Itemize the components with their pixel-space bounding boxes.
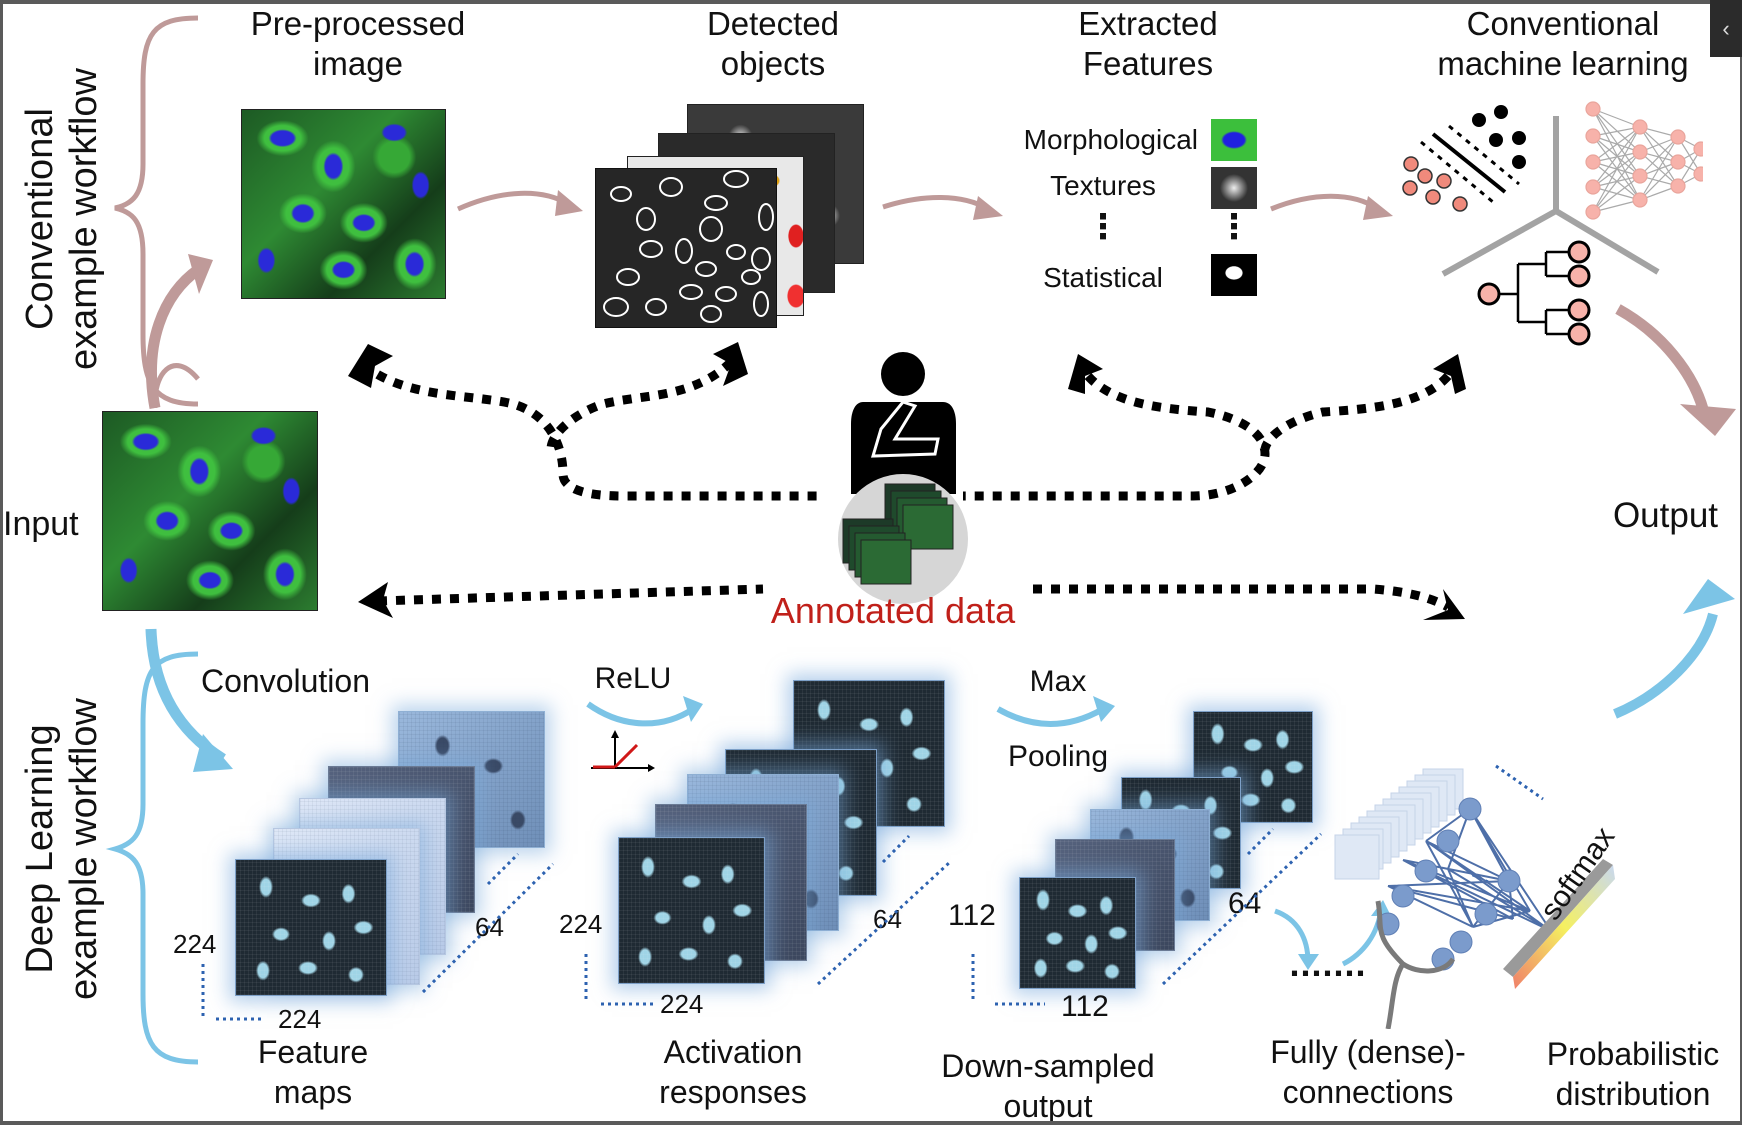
- arrowhead-preprocessed: [348, 344, 393, 388]
- act-width: 224: [660, 989, 704, 1019]
- pool-depth: 64: [1228, 887, 1262, 920]
- input-cell-image: [102, 411, 318, 611]
- deep-learning-brace: [105, 651, 199, 1065]
- arrowhead-ml: [1433, 354, 1466, 394]
- pooling-label: Pooling: [1007, 740, 1109, 773]
- title-line: objects: [720, 45, 826, 82]
- annotated-data-label: Annotated data: [770, 590, 1016, 631]
- output-label: Output: [1612, 496, 1719, 535]
- title-line: Down-sampled: [941, 1048, 1155, 1084]
- title-line: responses: [659, 1074, 807, 1110]
- input-label: Input: [3, 505, 79, 543]
- collapse-panel-button[interactable]: ‹: [1710, 0, 1742, 57]
- feature-statistical: Statistical: [1043, 262, 1163, 293]
- feature-map-front: [235, 859, 387, 996]
- thumbnail-ellipsis: ⋮: [1217, 208, 1251, 246]
- neural-network-icon: [1585, 101, 1703, 220]
- title-line: Feature: [257, 1034, 369, 1070]
- stage-title-preprocessed: Pre-processed image: [218, 4, 498, 84]
- feature-textures: Textures: [1050, 170, 1156, 201]
- title-line: Extracted: [1078, 5, 1218, 42]
- feature-maps-title: Feature maps: [213, 1032, 413, 1112]
- pooled-front: [1019, 877, 1136, 989]
- annotated-image-stack-2: [842, 518, 912, 585]
- nuclei-outlines: [603, 170, 774, 323]
- outline-layer: [595, 168, 777, 328]
- activation-title: Activation responses: [628, 1032, 838, 1112]
- stage-title-features: Extracted Features: [1008, 4, 1288, 84]
- pool-height: 112: [948, 899, 996, 932]
- ml-methods-icons: [1402, 101, 1703, 346]
- person-icon: [851, 352, 956, 494]
- title-line: distribution: [1555, 1076, 1711, 1112]
- chevron-left-icon: ‹: [1722, 16, 1730, 41]
- input-to-preprocessed-arrow: [146, 264, 203, 410]
- decision-tree-icon: [1477, 240, 1591, 346]
- arrowhead: [188, 254, 213, 294]
- arrowhead-conv: [358, 582, 393, 618]
- dashed-to-ml: [1260, 372, 1452, 451]
- title-line: Pre-processed: [250, 5, 466, 42]
- morphological-thumbnail: [1211, 119, 1257, 161]
- annotation-dashed-arrows: [360, 358, 1452, 611]
- dashed-to-dense: [1033, 584, 1451, 611]
- downsampled-title: Down-sampled output: [908, 1046, 1188, 1121]
- title-line: Conventional: [1466, 5, 1660, 42]
- arrowhead-dense: [1423, 589, 1465, 620]
- convolution-label: Convolution: [201, 663, 370, 699]
- flatten-stack: [1334, 768, 1464, 880]
- title-line: Activation: [663, 1034, 803, 1070]
- preprocessed-cell-image: [241, 109, 446, 299]
- title-line: Detected: [706, 5, 840, 42]
- detected-objects-stack: [595, 100, 875, 330]
- fm-width: 224: [278, 1004, 322, 1034]
- relu-arrow: [586, 701, 695, 727]
- annotator-figure: [838, 352, 968, 604]
- texture-thumbnail: [1211, 167, 1257, 209]
- max-pooling-arrow: [996, 706, 1105, 727]
- connectors-layer: [105, 15, 1736, 1065]
- svm-icon: [1402, 105, 1526, 212]
- dimension-guides: [201, 764, 1544, 1021]
- fm-height: 224: [173, 929, 217, 959]
- feature-morphological: Morphological: [1023, 124, 1198, 155]
- title-line: maps: [273, 1074, 353, 1110]
- title-line: Probabilistic: [1546, 1036, 1720, 1072]
- arrowhead-features: [1068, 354, 1103, 394]
- dense-network-illustration: [1334, 768, 1615, 1029]
- dense-title: Fully (dense)- connections: [1238, 1032, 1498, 1112]
- arrowhead-detected: [713, 342, 748, 386]
- stage-title-detected: Detected objects: [633, 4, 913, 84]
- softmax-bar: [1503, 859, 1615, 989]
- figure-canvas: Conventional example workflow Deep Learn…: [3, 4, 1740, 1121]
- title-line: connections: [1282, 1074, 1454, 1110]
- dense-nodes: [1376, 797, 1521, 971]
- title-line: image: [313, 45, 403, 82]
- statistical-thumbnail: [1211, 254, 1257, 296]
- ml-to-output-arrow: [1615, 304, 1709, 411]
- relu-label: ReLU: [594, 662, 672, 695]
- title-line: machine learning: [1437, 45, 1689, 82]
- method-separator: [1441, 116, 1660, 277]
- pooled-layer: [1193, 711, 1313, 823]
- probabilistic-title: Probabilistic distribution: [1528, 1034, 1738, 1114]
- dashed-to-detected: [546, 358, 735, 450]
- dashed-to-features: [963, 372, 1270, 501]
- title-line: Fully (dense)-: [1270, 1034, 1466, 1070]
- dl-to-output-arrow: [1613, 612, 1718, 719]
- pool-width: 112: [1061, 990, 1109, 1023]
- dashed-arrowheads: [348, 342, 1466, 620]
- activation-front: [618, 837, 765, 984]
- max-label: Max: [1029, 665, 1087, 698]
- title-line: output: [1003, 1088, 1093, 1121]
- act-height: 224: [559, 909, 603, 939]
- feature-ellipsis: ⋮: [1086, 208, 1120, 246]
- brace-connector: [1375, 900, 1456, 1029]
- relu-plot-icon: [591, 730, 655, 772]
- stage-title-ml: Conventional machine learning: [1403, 4, 1723, 84]
- flatten-ellipsis: .......: [1289, 943, 1367, 984]
- act-depth: 64: [873, 904, 902, 934]
- title-line: Features: [1082, 45, 1214, 82]
